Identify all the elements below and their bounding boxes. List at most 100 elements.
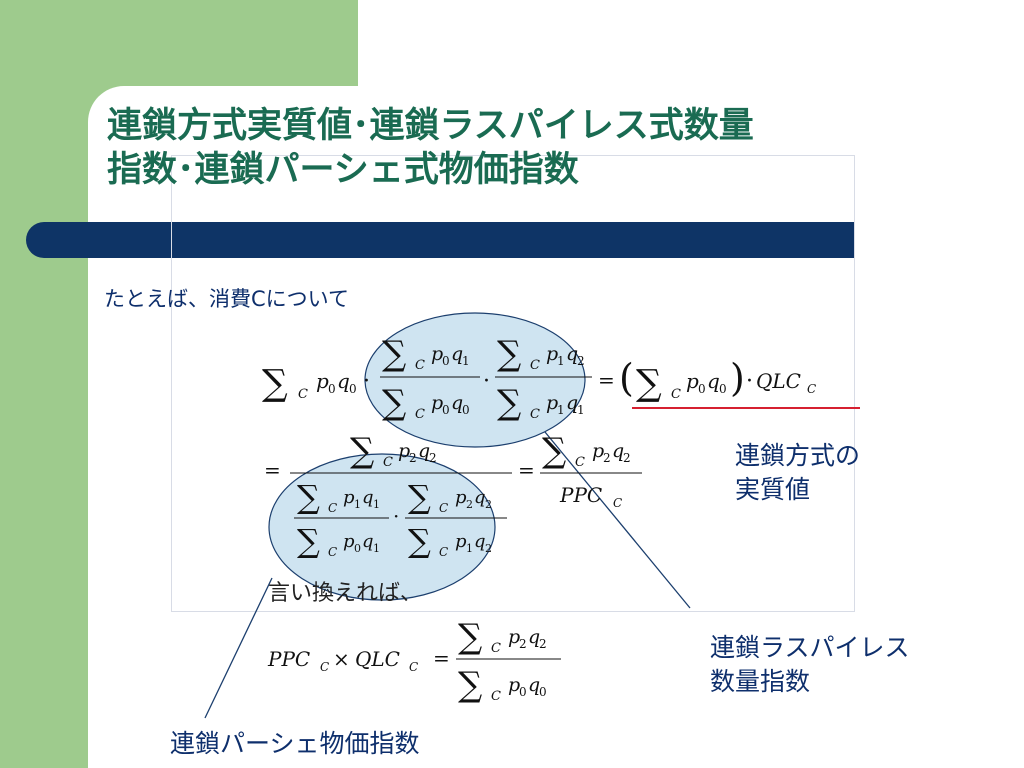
p-symbol: p <box>431 392 443 414</box>
qlc-subscript: C <box>807 382 816 396</box>
p-symbol: p <box>455 487 467 508</box>
callout-paasche-price: 連鎖パーシェ物価指数 <box>170 729 420 758</box>
q-symbol: q <box>566 343 578 365</box>
subscript: 0 <box>328 382 336 396</box>
callout-line: 数量指数 <box>710 667 811 696</box>
q-symbol: q <box>528 626 540 648</box>
paraphrase-text: 言い換えれば、 <box>268 581 423 606</box>
paasche-highlight-ellipse <box>268 453 496 601</box>
subscript: 2 <box>577 354 585 368</box>
subscript: 1 <box>466 542 473 555</box>
ppc-symbol: PPC <box>559 483 602 507</box>
subscript: 0 <box>442 354 450 368</box>
sum-subscript: C <box>439 501 448 515</box>
intro-text: たとえば、消費Cについて <box>104 287 350 311</box>
slide-title: 連鎖方式実質値･連鎖ラスパイレス式数量 指数･連鎖パーシェ式物価指数 <box>107 104 754 192</box>
subscript: 0 <box>519 685 527 699</box>
sum-subscript: C <box>328 501 337 515</box>
qlc-subscript: C <box>409 660 418 674</box>
subscript: 2 <box>466 498 473 511</box>
sum-subscript: C <box>671 387 681 402</box>
sum-subscript: C <box>530 358 540 373</box>
sum-subscript: C <box>383 455 393 470</box>
slide-panel <box>88 86 1024 768</box>
ppc-subscript: C <box>320 660 329 674</box>
subscript: 2 <box>519 637 527 651</box>
subscript: 1 <box>373 542 380 555</box>
sum-symbol: ∑ <box>382 383 406 423</box>
subscript: 0 <box>698 382 706 396</box>
laspeyres-pointer-line <box>544 431 691 609</box>
sum-subscript: C <box>298 387 308 402</box>
q-symbol: q <box>474 487 486 508</box>
equals-sign: = <box>433 646 450 670</box>
subscript: 1 <box>354 498 361 511</box>
equals-sign: = <box>598 368 615 392</box>
sum-symbol: ∑ <box>458 665 482 705</box>
q-symbol: q <box>337 369 350 393</box>
q-symbol: q <box>474 531 486 552</box>
subscript: 2 <box>429 451 437 465</box>
slide-title-line-1: 連鎖方式実質値･連鎖ラスパイレス式数量 <box>107 106 754 146</box>
callout-line: 連鎖ラスパイレス <box>710 633 910 662</box>
right-paren: ) <box>730 356 745 400</box>
p-symbol: p <box>316 369 329 393</box>
qlc-symbol: QLC <box>756 369 801 393</box>
slide-title-line-2: 指数･連鎖パーシェ式物価指数 <box>107 150 579 190</box>
p-symbol: p <box>546 392 558 414</box>
q-symbol: q <box>418 440 430 462</box>
sum-symbol: ∑ <box>408 522 431 560</box>
sum-symbol: ∑ <box>350 431 374 471</box>
equals-sign: = <box>264 458 281 482</box>
subscript: 0 <box>719 382 727 396</box>
subscript: 1 <box>557 354 565 368</box>
subscript: 2 <box>485 498 492 511</box>
sum-subscript: C <box>415 358 425 373</box>
subscript: 2 <box>539 637 547 651</box>
sum-subscript: C <box>491 641 501 656</box>
formula-row-3: PPC C × QLC C = ∑ C p 2 q 2 ∑ C p 0 q 0 <box>267 617 561 705</box>
subscript: 0 <box>442 403 450 417</box>
formula-frame <box>171 155 855 612</box>
sum-subscript: C <box>491 689 501 704</box>
ppc-symbol: PPC <box>267 647 310 671</box>
multiply-dot: · <box>363 369 370 394</box>
subscript: 0 <box>462 403 470 417</box>
q-symbol: q <box>362 487 374 508</box>
paasche-pointer-line <box>204 577 273 719</box>
ppc-subscript: C <box>613 496 622 510</box>
subscript: 2 <box>409 451 417 465</box>
qlc-symbol: QLC <box>355 647 400 671</box>
subscript: 0 <box>354 542 361 555</box>
q-symbol: q <box>612 440 624 462</box>
laspeyres-highlight-ellipse <box>364 312 586 448</box>
subscript: 0 <box>349 382 357 396</box>
sum-symbol: ∑ <box>497 383 521 423</box>
sum-symbol: ∑ <box>636 363 662 404</box>
sum-subscript: C <box>575 455 585 470</box>
p-symbol: p <box>398 440 410 462</box>
subscript: 2 <box>603 451 611 465</box>
subscript: 2 <box>623 451 631 465</box>
callout-line: 実質値 <box>735 475 811 504</box>
p-symbol: p <box>508 626 520 648</box>
subscript: 0 <box>539 685 547 699</box>
q-symbol: q <box>707 369 720 393</box>
sum-symbol: ∑ <box>408 478 431 516</box>
multiply-dot: · <box>393 504 399 528</box>
sum-symbol: ∑ <box>497 334 521 374</box>
q-symbol: q <box>528 674 540 696</box>
sum-subscript: C <box>415 407 425 422</box>
subscript: 1 <box>557 403 565 417</box>
p-symbol: p <box>592 440 604 462</box>
sum-subscript: C <box>328 545 337 559</box>
sum-symbol: ∑ <box>458 617 482 657</box>
sum-subscript: C <box>439 545 448 559</box>
subscript: 1 <box>577 403 585 417</box>
formula-row-2: = ∑ C p 2 q 2 ∑ C p 1 q 1 ∑ C p 0 q 1 · … <box>264 431 642 560</box>
p-symbol: p <box>343 531 355 552</box>
left-paren: ( <box>619 356 634 400</box>
p-symbol: p <box>508 674 520 696</box>
sum-subscript: C <box>530 407 540 422</box>
